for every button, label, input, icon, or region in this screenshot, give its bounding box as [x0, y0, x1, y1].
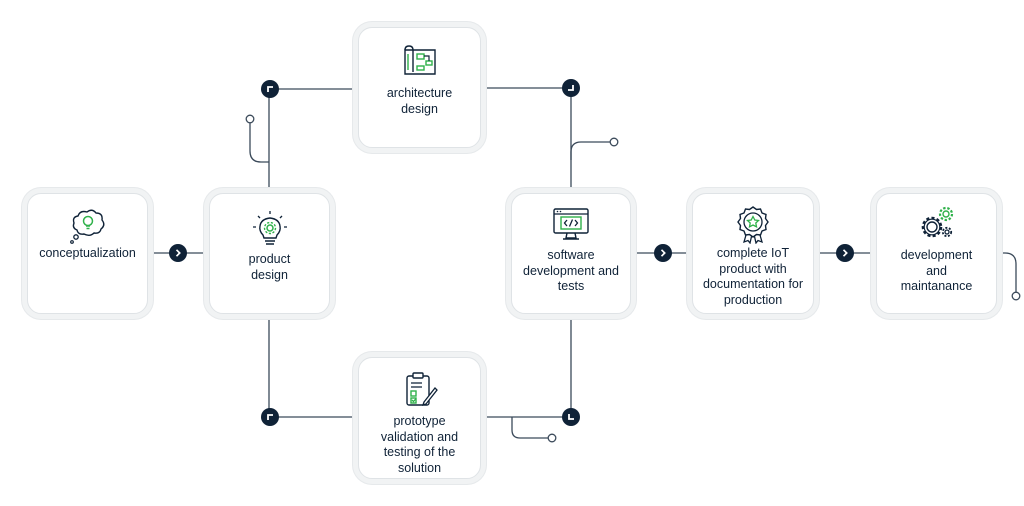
step-label: complete IoT product with documentation … — [702, 246, 804, 307]
step-label: architecture design — [386, 86, 453, 116]
thought-bubble-lightbulb-icon — [68, 206, 108, 246]
chevron-right-icon — [654, 244, 672, 262]
step-conceptualization: conceptualization — [27, 193, 148, 314]
step-architecture-design: architecture design — [358, 27, 481, 148]
clipboard-pencil-icon — [400, 370, 440, 410]
lightbulb-gear-icon — [250, 208, 290, 248]
step-product-design: product design — [209, 193, 330, 314]
corner-node-top-left — [261, 80, 279, 98]
step-development-maintanance: development and maintanance — [876, 193, 997, 314]
monitor-code-icon — [551, 204, 591, 244]
blueprint-icon — [400, 42, 440, 82]
step-label: product design — [248, 252, 291, 282]
chevron-right-icon — [169, 244, 187, 262]
step-prototype-validation: prototype validation and testing of the … — [358, 357, 481, 479]
step-software-development: software development and tests — [511, 193, 631, 314]
step-label: development and maintanance — [900, 248, 973, 293]
step-label: conceptualization — [39, 245, 136, 260]
step-complete-iot-product: complete IoT product with documentation … — [692, 193, 814, 314]
corner-node-bottom-left — [261, 408, 279, 426]
corner-node-bottom-right — [562, 408, 580, 426]
step-label: prototype validation and testing of the … — [380, 414, 459, 475]
award-badge-icon — [733, 204, 773, 245]
chevron-right-icon — [836, 244, 854, 262]
gears-icon — [917, 204, 957, 244]
corner-node-top-right — [562, 79, 580, 97]
step-label: software development and tests — [523, 248, 619, 293]
